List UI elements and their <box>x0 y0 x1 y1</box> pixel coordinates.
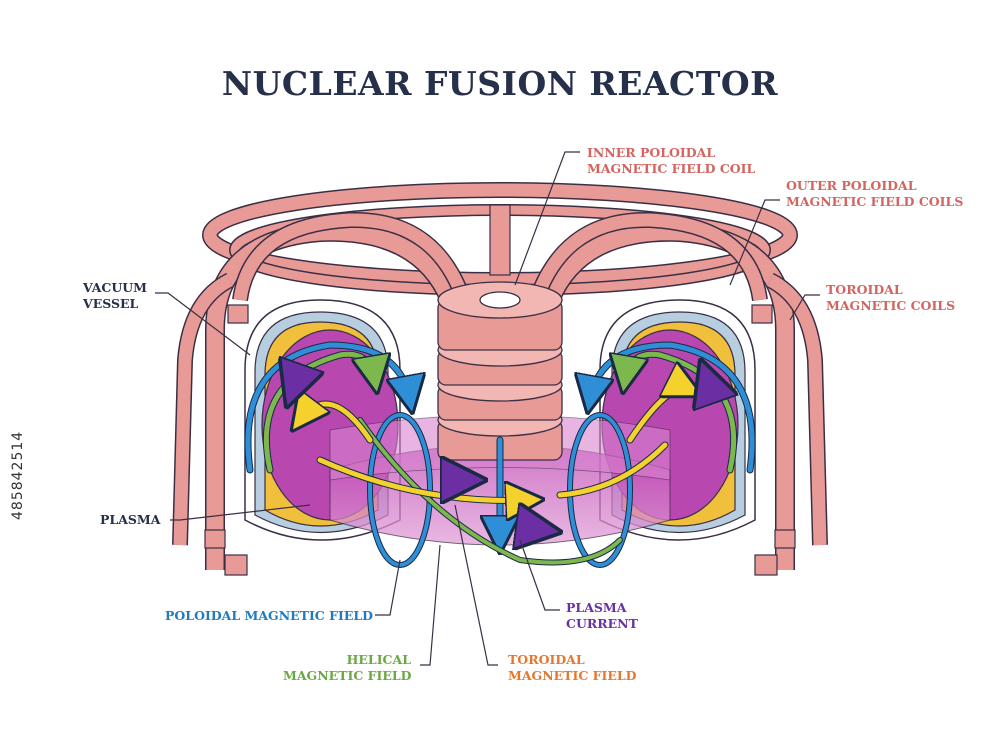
diagram-title: NUCLEAR FUSION REACTOR <box>221 64 779 103</box>
toroidal-coils <box>172 211 828 576</box>
label-poloidal-magnetic-field: POLOIDAL MAGNETIC FIELD <box>165 608 373 623</box>
poloidal-field-lines <box>244 341 756 568</box>
watermark-id: 485842514 <box>10 430 26 520</box>
leader-lines <box>155 151 820 666</box>
central-solenoid <box>437 204 563 461</box>
label-plasma: PLASMA <box>100 512 161 527</box>
plasma-current-arrows <box>292 375 712 530</box>
